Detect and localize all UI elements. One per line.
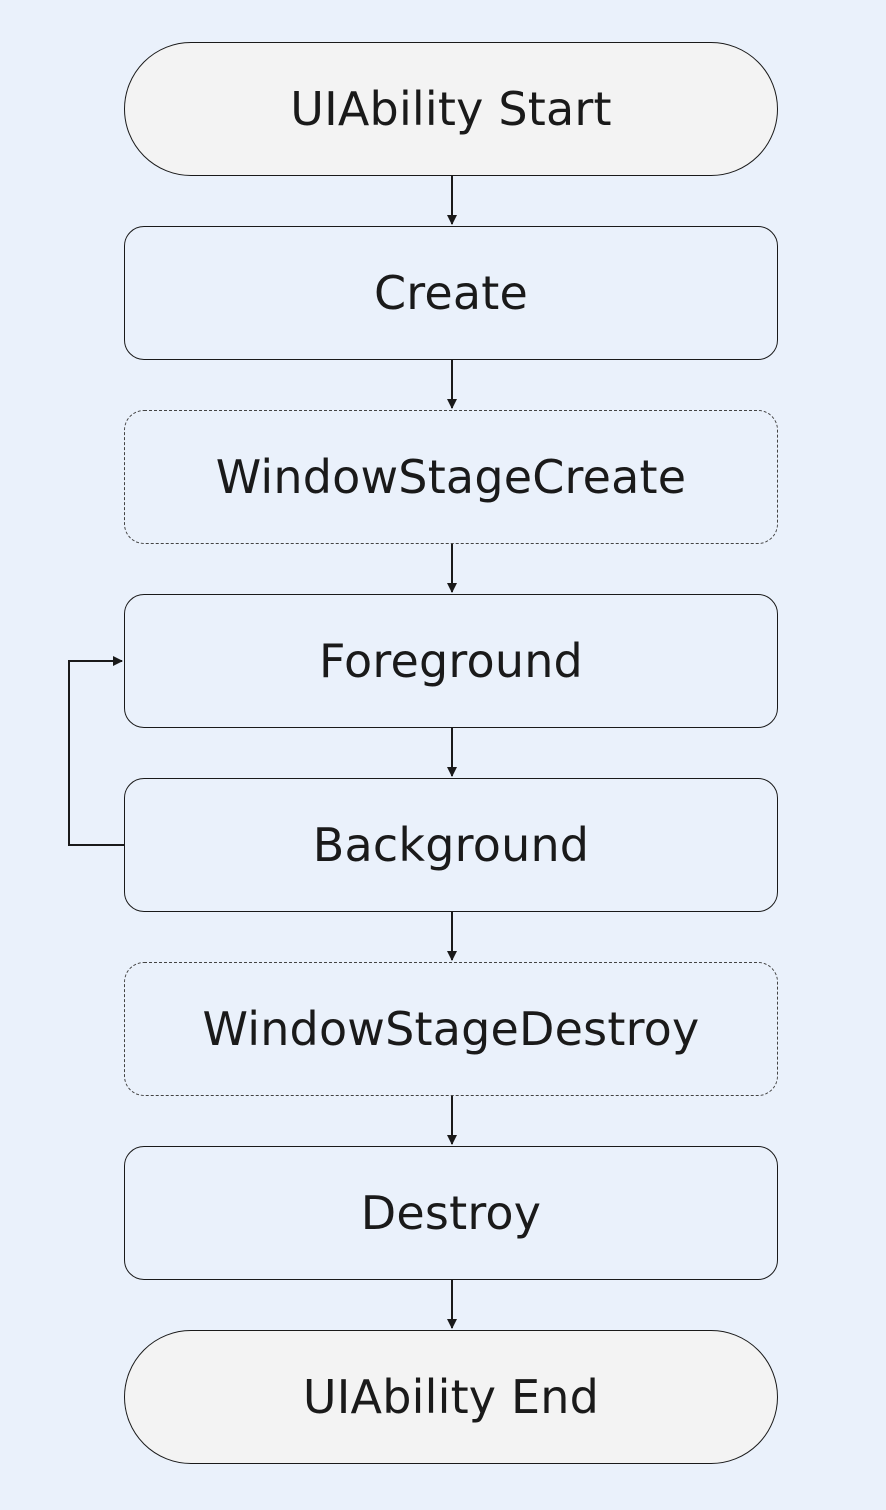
background-label: Background — [312, 818, 590, 872]
window-stage-destroy-state: WindowStageDestroy — [124, 962, 778, 1096]
start-label: UIAbility Start — [290, 82, 612, 136]
window-stage-create-state: WindowStageCreate — [124, 410, 778, 544]
window-stage-destroy-label: WindowStageDestroy — [202, 1002, 700, 1056]
destroy-state: Destroy — [124, 1146, 778, 1280]
window-stage-create-label: WindowStageCreate — [215, 450, 687, 504]
loop-arrow-background-to-foreground — [68, 656, 124, 846]
foreground-state: Foreground — [124, 594, 778, 728]
background-state: Background — [124, 778, 778, 912]
destroy-label: Destroy — [360, 1186, 542, 1240]
foreground-label: Foreground — [319, 634, 583, 688]
end-terminal: UIAbility End — [124, 1330, 778, 1464]
end-label: UIAbility End — [302, 1370, 600, 1424]
start-terminal: UIAbility Start — [124, 42, 778, 176]
create-label: Create — [373, 266, 529, 320]
create-state: Create — [124, 226, 778, 360]
